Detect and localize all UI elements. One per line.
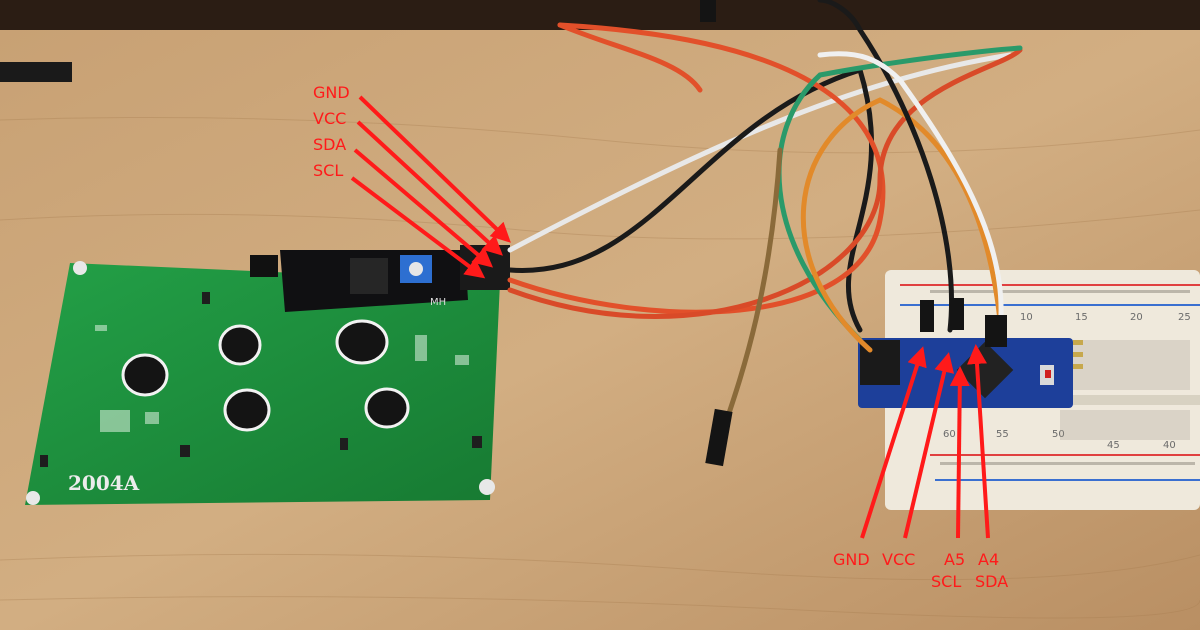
header-pins <box>0 62 72 82</box>
arduino-label-scl: SCL <box>931 572 961 591</box>
arduino-label-a4: A4 <box>978 550 999 569</box>
i2c-silk-label: MH <box>430 297 446 308</box>
breadboard-number: 15 <box>1075 312 1088 323</box>
breadboard-number: 10 <box>1020 312 1033 323</box>
lcd-2004a-board: 2004A <box>25 261 500 505</box>
breadboard-number: 60 <box>943 429 956 440</box>
arduino-label-vcc: VCC <box>882 550 915 569</box>
lcd-label-scl: SCL <box>313 161 343 180</box>
breadboard-number: 55 <box>996 429 1009 440</box>
arduino-nano-board <box>858 338 1083 408</box>
lcd-label-gnd: GND <box>313 83 350 102</box>
lcd-model-label: 2004A <box>68 471 140 495</box>
lcd-label-vcc: VCC <box>313 109 346 128</box>
breadboard-number: 50 <box>1052 429 1065 440</box>
breadboard-number: 20 <box>1130 312 1143 323</box>
wood-grain <box>0 117 1200 619</box>
breadboard-number: 25 <box>1178 312 1191 323</box>
breadboard-number: 45 <box>1107 440 1120 451</box>
lcd-label-sda: SDA <box>313 135 346 154</box>
arduino-label-gnd: GND <box>833 550 870 569</box>
arduino-label-a5: A5 <box>944 550 965 569</box>
arduino-label-sda: SDA <box>975 572 1008 591</box>
arduino-pin-arrows <box>860 344 990 539</box>
dupont-connectors <box>700 0 1007 467</box>
breadboard-number: 40 <box>1163 440 1176 451</box>
lcd-pin-arrows <box>350 95 511 279</box>
